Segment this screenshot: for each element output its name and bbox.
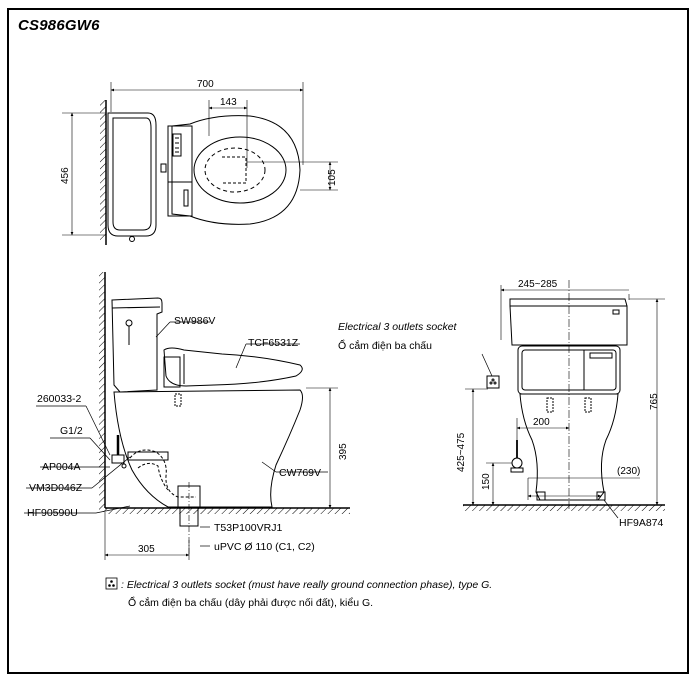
side-angle-valve	[111, 454, 125, 464]
label-upvc: uPVC Ø 110 (C1, C2)	[214, 541, 315, 553]
top-tank-button	[160, 163, 167, 173]
top-wall-hatch	[100, 100, 106, 240]
dim-230: (230)	[617, 466, 640, 477]
side-floor-hatch	[105, 508, 350, 514]
drawing-border	[7, 8, 689, 674]
top-tank-outline	[107, 112, 157, 237]
dim-305: 305	[138, 544, 155, 555]
label-socket-vi: Ổ cắm điện ba chấu	[338, 339, 432, 352]
label-socket-en: Electrical 3 outlets socket	[338, 321, 458, 333]
label-t53p100vrj1: T53P100VRJ1	[214, 522, 282, 534]
dim-456: 456	[60, 167, 71, 184]
legend-socket-icon	[105, 577, 118, 590]
label-hf9a874: HF9A874	[619, 517, 664, 529]
label-hf90590u: HF90590U	[27, 507, 78, 519]
dim-765: 765	[649, 393, 660, 410]
label-bowl: CW769V	[279, 467, 321, 479]
label-seat: TCF6531Z	[248, 337, 299, 349]
legend-line-2: Ổ cắm điện ba chấu (dây phải được nối đấ…	[128, 596, 373, 609]
dim-200: 200	[533, 417, 550, 428]
side-tank	[111, 297, 163, 393]
label-260033-2: 260033-2	[37, 393, 82, 405]
side-trapway	[129, 449, 196, 498]
dim-700: 700	[197, 79, 214, 90]
side-wall-hatch	[99, 272, 105, 512]
top-bowl-opening	[193, 136, 287, 204]
dim-150: 150	[481, 473, 492, 490]
label-g12: G1/2	[60, 425, 83, 437]
label-ap004a: AP004A	[42, 461, 81, 473]
side-view	[24, 272, 350, 560]
label-vm3d046z: VM3D046Z	[29, 482, 83, 494]
dim-425-475: 425~475	[456, 432, 467, 472]
top-seat-control	[167, 125, 193, 217]
model-title: CS986GW6	[18, 17, 100, 34]
dim-395: 395	[338, 443, 349, 460]
socket-icon	[486, 375, 500, 389]
front-supply-valve	[511, 457, 523, 469]
dim-245-285: 245~285	[518, 279, 558, 290]
top-view	[62, 82, 338, 245]
dim-143: 143	[220, 97, 237, 108]
side-seat	[163, 347, 303, 387]
front-view	[463, 280, 665, 519]
top-seat-outline	[171, 115, 301, 225]
front-floor-hatch	[463, 505, 665, 511]
side-flange	[127, 451, 169, 461]
label-tank: SW986V	[174, 315, 215, 327]
side-bowl	[113, 389, 303, 508]
top-tank-inner	[112, 117, 152, 231]
legend-line-1: : Electrical 3 outlets socket (must have…	[121, 579, 492, 591]
dim-105: 105	[327, 169, 338, 186]
